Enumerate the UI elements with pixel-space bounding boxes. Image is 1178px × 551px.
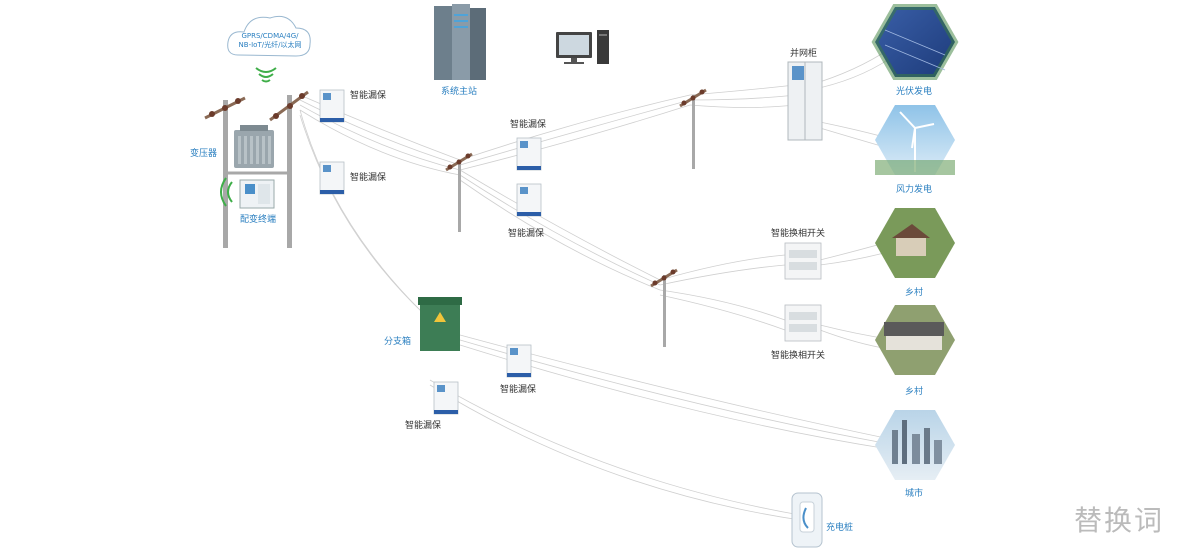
utility-pole-3 [650,268,678,347]
leak-protector-label-4: 智能漏保 [508,229,545,239]
city-label: 城市 [905,489,924,499]
solar-label: 光伏发电 [896,87,933,97]
cloud-label-line1: GPRS/CDMA/4G/ [241,32,299,40]
leak-protector-5 [506,344,532,378]
solar-image [871,4,959,80]
cloud-icon [227,15,311,57]
leak-protector-label-5: 智能漏保 [500,385,537,395]
leak-protector-1 [319,89,345,123]
leak-protector-label-1: 智能漏保 [350,91,387,101]
branch-box-icon [418,297,462,351]
charger-label: 充电桩 [826,523,854,533]
branch-box-label: 分支箱 [384,337,412,347]
distribution-terminal-label: 配变终端 [240,215,277,225]
leak-protector-label-6: 智能漏保 [405,421,442,431]
village-label-2: 乡村 [905,387,924,397]
leak-protector-2 [319,161,345,195]
transformer-icon [234,125,274,168]
leak-protector-6 [433,381,459,415]
terminal-signal-icon [220,177,233,207]
leak-protector-3 [516,137,542,171]
phase-switch-2 [784,304,822,342]
cloud-label: GPRS/CDMA/4G/ NB-IoT/光纤/以太网 [226,32,314,50]
grid-cabinet-icon [787,61,823,141]
wind-image [875,105,955,175]
village-image-1 [875,208,955,278]
wireless-signal-icon [255,67,277,83]
leak-protector-label-3: 智能漏保 [510,120,547,130]
utility-pole-2 [679,88,707,169]
transformer-label: 变压器 [190,149,218,159]
city-image [875,410,955,480]
village-image-2 [875,305,955,375]
phase-switch-label-1: 智能换相开关 [771,229,826,239]
computer-icon [556,30,609,64]
watermark: 替换词 [1073,504,1164,537]
phase-switch-1 [784,242,822,280]
distribution-terminal-icon [239,179,275,209]
charger-icon [791,492,823,548]
village-label-1: 乡村 [905,288,924,298]
utility-pole-1 [445,152,473,232]
wind-label: 风力发电 [896,185,933,195]
grid-cabinet-label: 并网柜 [790,49,818,59]
transformer-pole-icon [204,90,309,248]
phase-switch-label-2: 智能换相开关 [771,351,826,361]
server-icon [434,4,486,80]
leak-protector-4 [516,183,542,217]
leak-protector-label-2: 智能漏保 [350,173,387,183]
cloud-label-line2: NB-IoT/光纤/以太网 [238,41,302,49]
master-station-label: 系统主站 [441,87,478,97]
